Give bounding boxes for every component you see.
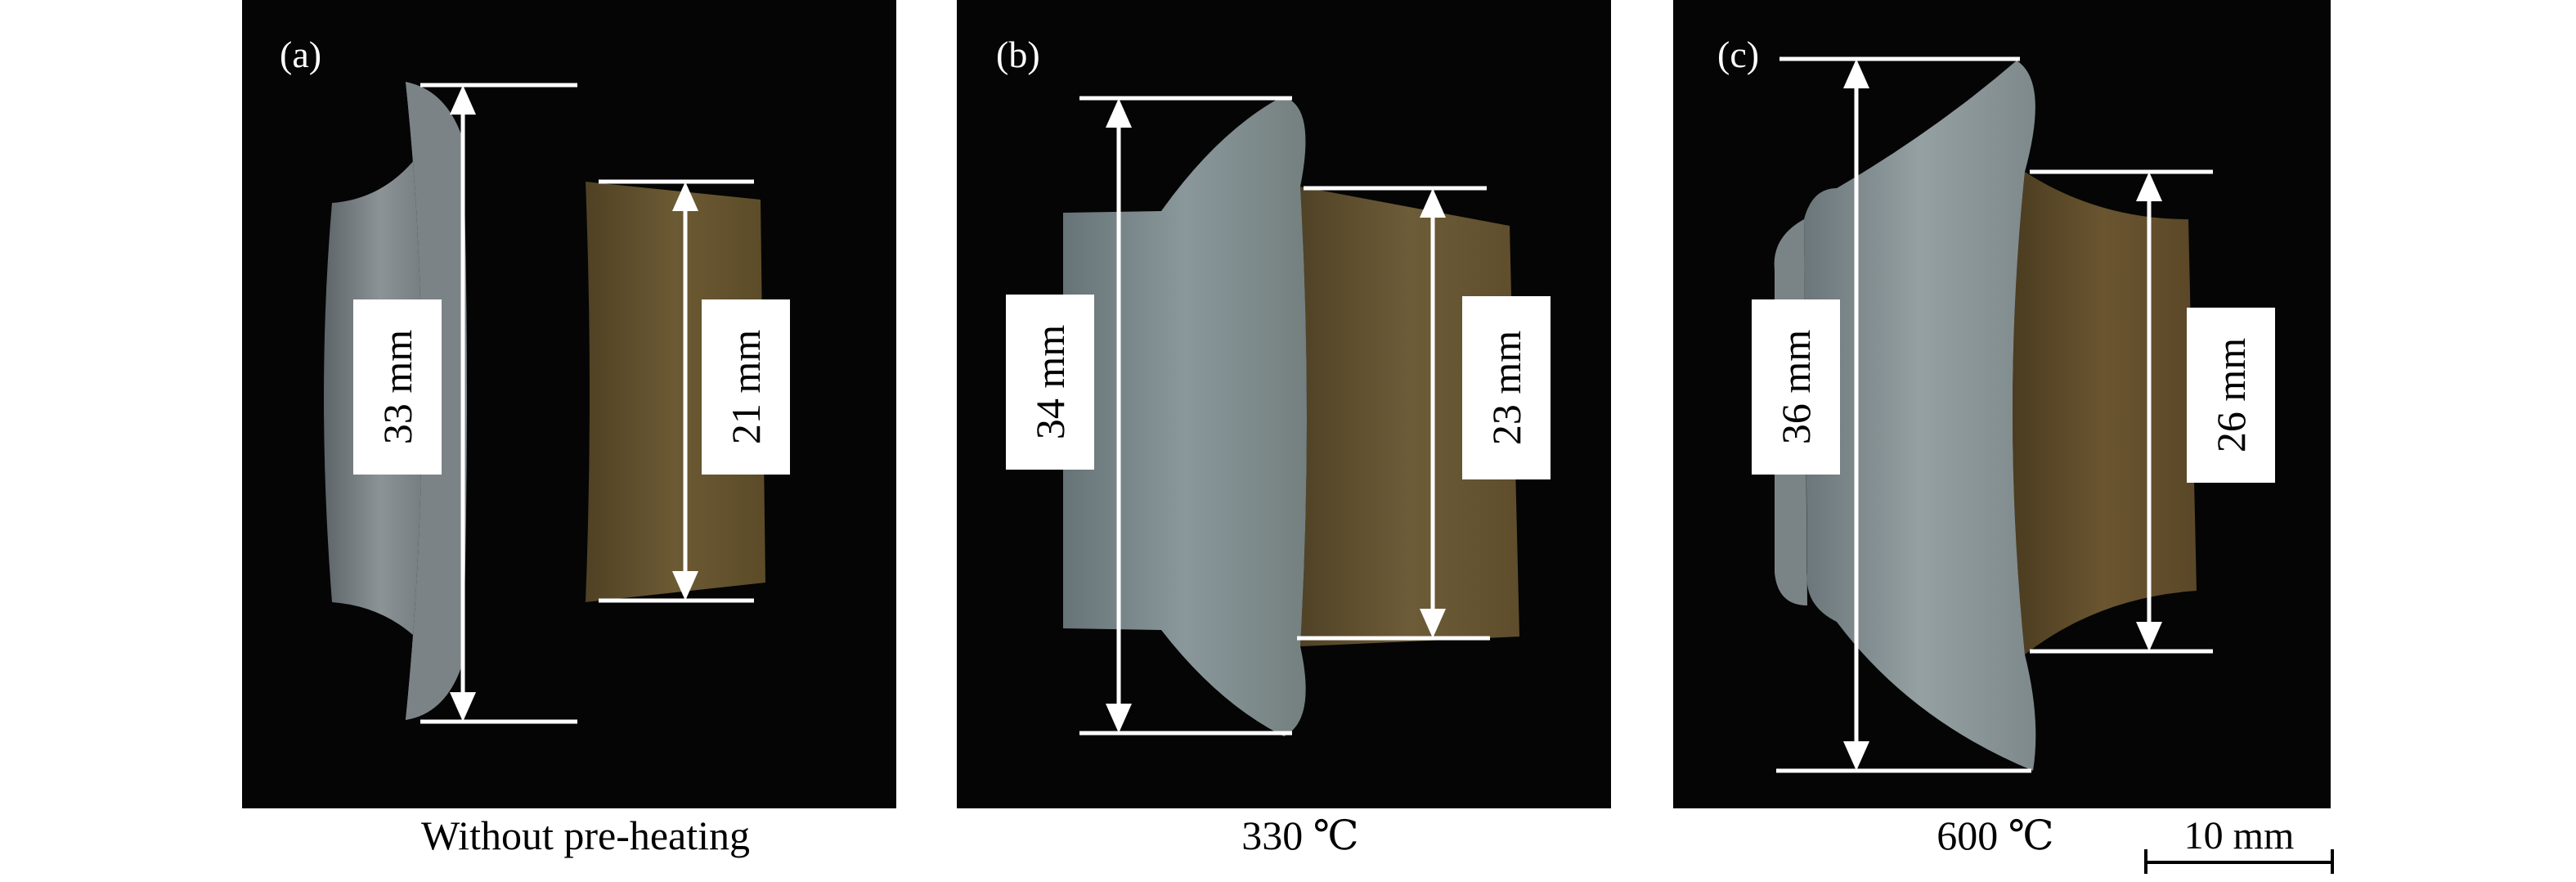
scale-bar-tick-left [2144,849,2147,874]
dimension-label-right-b: 23 mm [1462,296,1551,479]
specimen-left-part [1063,97,1307,736]
dimension-text-left-a: 33 mm [375,329,420,445]
dimension-text-left-b: 34 mm [1027,324,1073,440]
panel-label-a: (a) [280,34,322,75]
photo-panel-b: (b) 34 mm 23 mm [957,0,1611,808]
photo-panel-a: (a) 33 mm 21 mm [242,0,896,808]
specimen-photo-a [324,82,765,724]
caption-b: 330 ℃ [1241,812,1359,858]
dimension-text-right-c: 26 mm [2208,337,2254,453]
specimen-right-part [586,182,765,602]
scale-bar-label: 10 mm [2183,814,2295,857]
photo-panel-c: (c) 36 mm 26 mm [1673,0,2331,808]
dimension-label-right-a: 21 mm [702,299,790,475]
dimension-label-left-a: 33 mm [353,299,442,475]
panel-label-b: (b) [996,34,1040,75]
scale-bar: 10 mm [2144,810,2334,875]
scale-bar-line [2144,861,2334,864]
dimension-text-right-b: 23 mm [1483,330,1529,446]
dimension-label-right-c: 26 mm [2187,308,2275,483]
scale-bar-tick-right [2331,849,2334,874]
dimension-label-left-c: 36 mm [1752,299,1840,475]
specimen-right-part [2013,172,2197,655]
panel-label-c: (c) [1717,34,1760,75]
dimension-text-left-c: 36 mm [1773,329,1819,445]
caption-a: Without pre-heating [420,812,751,858]
dimension-label-left-b: 34 mm [1006,295,1094,470]
dimension-text-right-a: 21 mm [723,329,769,445]
caption-c: 600 ℃ [1936,812,2054,858]
specimen-left-part [1804,61,2036,771]
